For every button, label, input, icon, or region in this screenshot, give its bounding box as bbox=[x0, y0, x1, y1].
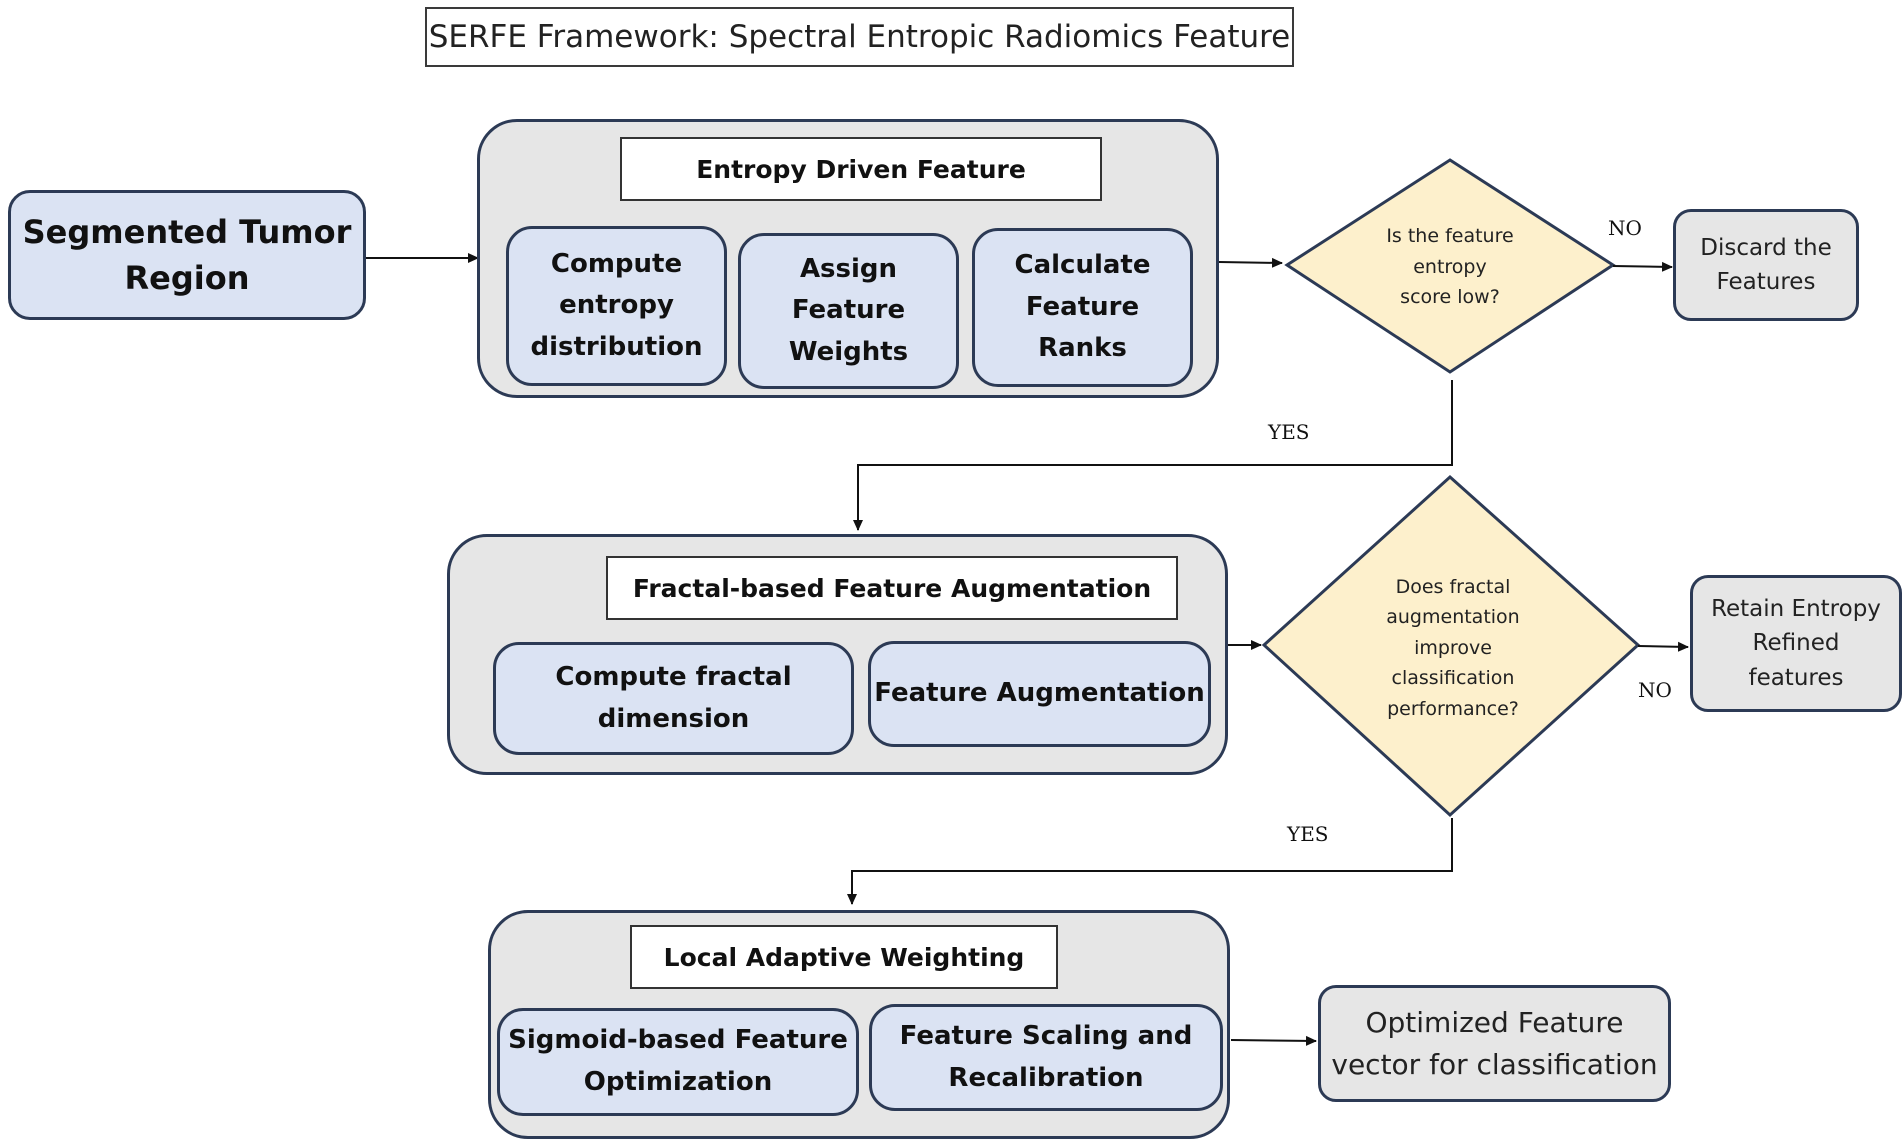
discard-features-box: Discard the Features bbox=[1673, 209, 1859, 321]
retain-entropy-refined-features-box: Retain Entropy Refined features bbox=[1690, 575, 1902, 712]
decision2-no-label: NO bbox=[1638, 678, 1672, 702]
compute-fractal-dimension-step: Compute fractal dimension bbox=[493, 642, 854, 755]
decision-fractal-question: Does fractal augmentation improve classi… bbox=[1386, 576, 1520, 720]
decision1-yes-label: YES bbox=[1268, 420, 1310, 444]
assign-feature-weights-step: Assign Feature Weights bbox=[738, 233, 959, 389]
feature-scaling-recalibration-step: Feature Scaling and Recalibration bbox=[869, 1004, 1223, 1111]
feature-augmentation-step: Feature Augmentation bbox=[868, 641, 1211, 747]
arrow-weighting-to-output bbox=[1230, 1035, 1317, 1046]
calculate-feature-ranks-step: Calculate Feature Ranks bbox=[972, 228, 1193, 387]
diagram-title: SERFE Framework: Spectral Entropic Radio… bbox=[425, 7, 1294, 67]
decision-entropy-question: Is the feature entropy score low? bbox=[1386, 225, 1514, 309]
segmented-tumor-region-box: Segmented Tumor Region bbox=[8, 190, 366, 320]
sigmoid-feature-optimization-step: Sigmoid-based Feature Optimization bbox=[497, 1008, 859, 1116]
local-adaptive-weighting-header: Local Adaptive Weighting bbox=[630, 925, 1058, 989]
arrow-decision1-no bbox=[1612, 261, 1673, 272]
arrow-decision2-yes bbox=[847, 818, 1453, 905]
arrow-decision1-yes bbox=[853, 380, 1453, 531]
decision2-yes-label: YES bbox=[1287, 822, 1329, 846]
arrow-decision2-no bbox=[1637, 641, 1689, 652]
decision-diamond-fractal bbox=[1261, 474, 1641, 818]
optimized-feature-vector-box: Optimized Feature vector for classificat… bbox=[1318, 985, 1671, 1102]
decision-diamond-entropy bbox=[1284, 158, 1616, 374]
arrow-entropy-to-decision1 bbox=[1218, 257, 1283, 268]
fractal-feature-augmentation-header: Fractal-based Feature Augmentation bbox=[606, 556, 1178, 620]
entropy-driven-feature-header: Entropy Driven Feature bbox=[620, 137, 1102, 201]
compute-entropy-distribution-step: Compute entropy distribution bbox=[506, 226, 727, 386]
decision1-no-label: NO bbox=[1608, 216, 1642, 240]
